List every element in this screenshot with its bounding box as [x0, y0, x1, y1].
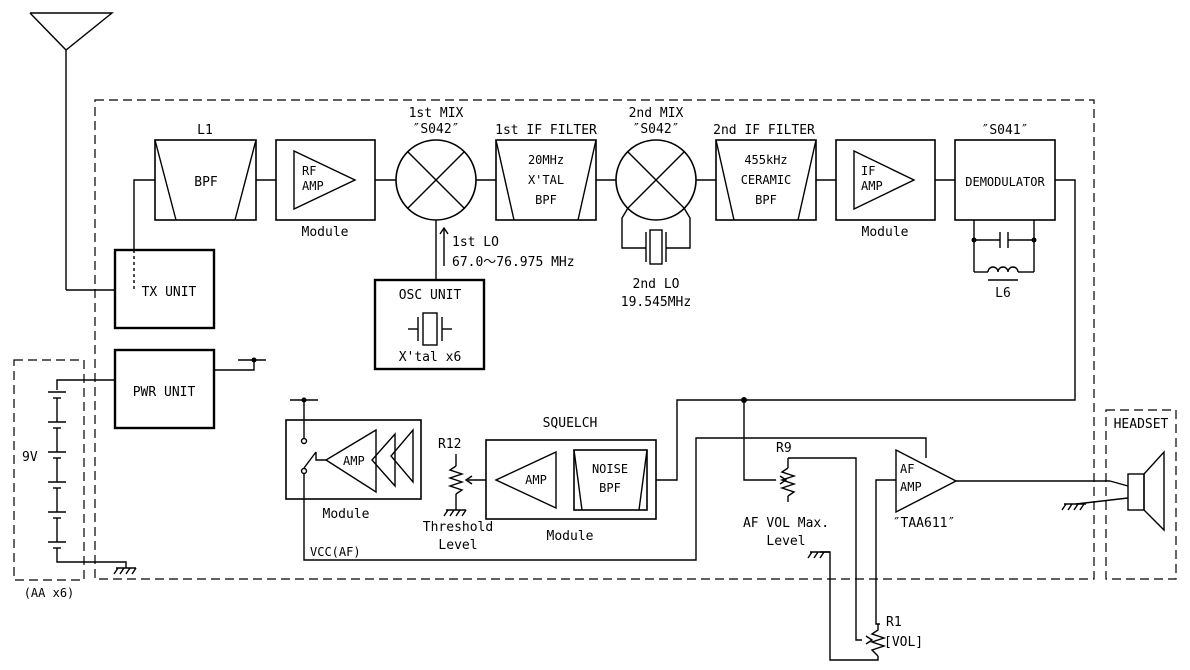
squelch-switch-module: AMP Module VCC(AF) — [285, 397, 927, 561]
if-amp-label-2: AMP — [861, 179, 883, 193]
osc-unit-label: OSC UNIT — [399, 288, 462, 303]
demod-title: ″S041″ — [982, 123, 1029, 138]
if1-label-3: BPF — [535, 193, 557, 207]
if-amp-block: IF AMP Module — [835, 139, 936, 240]
first-if-filter-block: 1st IF FILTER 20MHz X'TAL BPF — [495, 123, 597, 221]
first-mixer: 1st MIX ″S042″ 1st LO 67.0～76.975 MHz — [395, 106, 575, 280]
battery-symbol: 9V (AA x6) — [22, 391, 137, 600]
squelch-module-label: Module — [547, 529, 594, 544]
if-amp-module-label: Module — [862, 225, 909, 240]
pwr-unit-label: PWR UNIT — [133, 385, 196, 400]
osc-crystal-label: X'tal x6 — [399, 350, 462, 365]
lo1-label-1: 1st LO — [452, 235, 499, 250]
af-amp-block: AF AMP ″TAA611″ — [875, 448, 1110, 625]
lo2-label-1: 2nd LO — [633, 277, 680, 292]
if2-label-2: CERAMIC — [741, 173, 792, 187]
if2-title: 2nd IF FILTER — [713, 123, 815, 138]
af-vol-label-2: Level — [766, 534, 805, 549]
rf-signal-wires — [133, 179, 1076, 481]
osc-unit-block: OSC UNIT X'tal x6 — [373, 278, 486, 371]
audio-path: R9 AF VOL Max. Level — [741, 397, 862, 641]
antenna-symbol — [29, 12, 134, 291]
if-amp-label-1: IF — [861, 164, 875, 178]
if1-label-1: 20MHz — [528, 153, 564, 167]
noise-bpf-label-1: NOISE — [592, 462, 628, 476]
af-vol-label-1: AF VOL Max. — [743, 516, 829, 531]
squelch-title: SQUELCH — [543, 416, 598, 431]
r1-volume-pot: R1 [VOL] — [807, 551, 923, 661]
squelch-module: SQUELCH AMP NOISE BPF Module — [485, 416, 657, 544]
second-mixer: 2nd MIX ″S042″ 2nd LO 19.545MHz — [615, 106, 697, 310]
noise-bpf-label-2: BPF — [599, 481, 621, 495]
lo2-label-2: 19.545MHz — [621, 295, 691, 310]
if1-title: 1st IF FILTER — [495, 123, 597, 138]
threshold-label-2: Level — [438, 538, 477, 553]
mix1-title-1: 1st MIX — [409, 106, 464, 121]
vol-label: [VOL] — [884, 635, 923, 650]
main-enclosure — [94, 99, 1095, 580]
if2-label-1: 455kHz — [744, 153, 787, 167]
r1-label: R1 — [886, 615, 902, 630]
demodulator-block: ″S041″ DEMODULATOR L6 — [954, 123, 1056, 301]
headset-enclosure — [1105, 409, 1177, 580]
rf-amp-label-2: AMP — [302, 179, 324, 193]
if1-label-2: X'TAL — [528, 173, 564, 187]
second-if-filter-block: 2nd IF FILTER 455kHz CERAMIC BPF — [713, 123, 817, 221]
pwr-unit-block: PWR UNIT — [56, 348, 266, 430]
l6-label: L6 — [995, 286, 1011, 301]
r12-threshold-pot: R12 Threshold Level — [423, 437, 493, 553]
mix1-title-2: ″S042″ — [413, 122, 460, 137]
headset-speaker: HEADSET — [1061, 417, 1169, 532]
l1-title: L1 — [197, 123, 213, 138]
rf-amp-label-1: RF — [302, 164, 316, 178]
battery-type-label: (AA x6) — [24, 586, 75, 600]
lo1-label-2: 67.0～76.975 MHz — [452, 255, 575, 270]
battery-enclosure — [13, 359, 85, 581]
af-amp-ic-label: ″TAA611″ — [893, 516, 956, 531]
demod-label: DEMODULATOR — [965, 175, 1045, 189]
vcc-af-label: VCC(AF) — [310, 545, 361, 559]
l1-bpf-block: L1 BPF — [154, 123, 257, 221]
rf-amp-module-label: Module — [302, 225, 349, 240]
switch-module-label: Module — [323, 507, 370, 522]
r12-label: R12 — [438, 437, 461, 452]
tx-unit-block: TX UNIT — [113, 248, 216, 330]
mix2-title-2: ″S042″ — [633, 122, 680, 137]
af-amp-label-1: AF — [900, 462, 914, 476]
rf-amp-block: RF AMP Module — [275, 139, 376, 240]
af-amp-label-2: AMP — [900, 480, 922, 494]
if2-label-3: BPF — [755, 193, 777, 207]
l1-bpf-label: BPF — [194, 175, 218, 190]
switch-amp-label: AMP — [343, 454, 365, 468]
tx-unit-label: TX UNIT — [142, 285, 197, 300]
mix2-title-1: 2nd MIX — [629, 106, 684, 121]
threshold-label-1: Threshold — [423, 520, 493, 535]
battery-voltage-label: 9V — [22, 450, 38, 465]
r9-label: R9 — [776, 441, 792, 456]
headset-label: HEADSET — [1114, 417, 1169, 432]
squelch-amp-label: AMP — [525, 473, 547, 487]
